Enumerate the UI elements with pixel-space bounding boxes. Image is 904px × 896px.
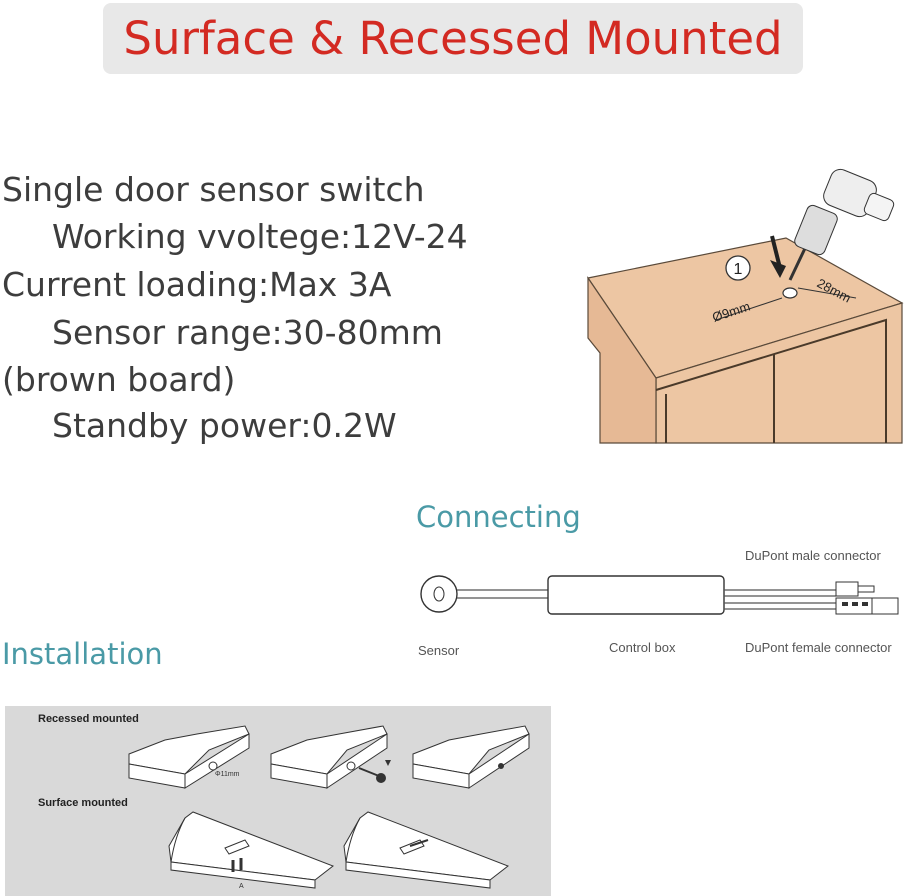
surface-mounted-label: Surface mounted [38, 797, 128, 809]
surface-step-1: A [168, 811, 335, 890]
spec-line-voltage: Working vvoltege:12V-24 [52, 217, 468, 256]
marker-label: A [239, 883, 244, 890]
male-connector-icon [835, 581, 859, 597]
male-connector-label: DuPont male connector [745, 548, 881, 563]
page-title: Surface & Recessed Mounted [123, 12, 783, 65]
connecting-heading: Connecting [416, 500, 581, 534]
drill-diagram: 1 Ø9mm 28mm [586, 168, 904, 444]
surface-step-2 [343, 811, 510, 889]
wiring-diagram [420, 575, 899, 615]
recessed-step-2 [270, 725, 391, 789]
cabinet-side [587, 276, 657, 444]
sensor-insert-icon [358, 760, 391, 783]
step-number: 1 [734, 261, 743, 278]
spec-line-board: (brown board) [2, 360, 236, 399]
recessed-mounted-label: Recessed mounted [38, 713, 139, 725]
recessed-step-1: Φ11mm [128, 725, 250, 789]
recessed-step-3 [412, 725, 530, 789]
female-connector-label: DuPont female connector [745, 640, 892, 655]
drill-hole [782, 287, 798, 299]
sensor-label: Sensor [418, 643, 460, 658]
installation-heading: Installation [2, 637, 163, 671]
screw-icon [231, 858, 243, 872]
control-box-icon [547, 575, 725, 615]
spec-line-standby: Standby power:0.2W [52, 406, 397, 445]
spec-line-current: Current loading:Max 3A [2, 265, 392, 304]
sensor-icon [420, 575, 458, 613]
title-banner: Surface & Recessed Mounted [103, 3, 803, 74]
control-box-label: Control box [609, 640, 676, 655]
drill-icon [788, 168, 895, 281]
spec-line-range: Sensor range:30-80mm [52, 313, 443, 352]
step-circle [725, 255, 751, 281]
installation-panel: Recessed mounted Surface mounted Φ11mm [5, 706, 551, 896]
spec-line-type: Single door sensor switch [2, 170, 425, 209]
hole-size-label: Φ11mm [215, 771, 240, 778]
down-arrow-icon [770, 235, 786, 278]
